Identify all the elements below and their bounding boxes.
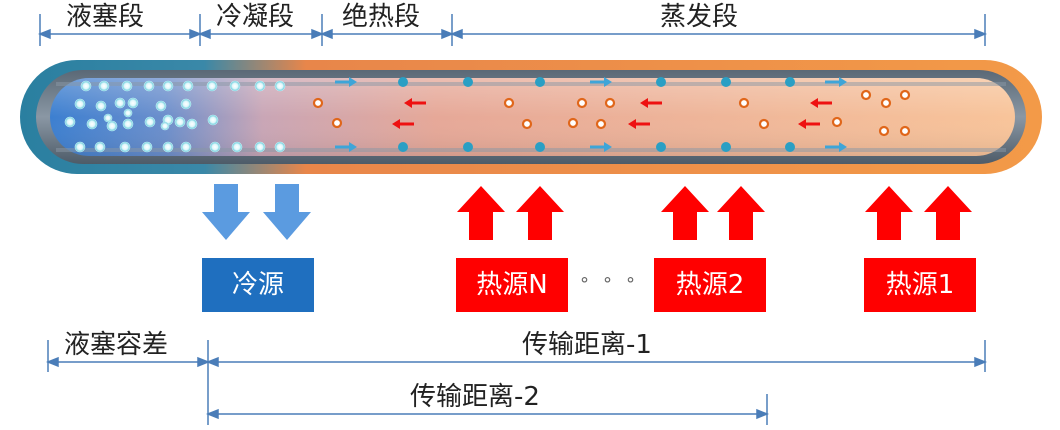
blue-down-arrow-icon xyxy=(202,184,311,240)
liquid-bubbles xyxy=(64,80,286,153)
heat-pipe xyxy=(20,60,1042,174)
vapor-particles xyxy=(312,89,911,137)
plug-tolerance-label: 液塞容差 xyxy=(64,330,169,360)
heat-source-n-box: 热源N xyxy=(456,258,568,312)
wick-droplets xyxy=(398,77,795,152)
section-dimension-lines xyxy=(37,14,988,46)
ellipsis: °°° xyxy=(580,274,649,295)
vapor-flow-arrow-icon xyxy=(392,98,832,129)
cold-source-box: 冷源 xyxy=(202,258,314,312)
section-label-adiabatic: 绝热段 xyxy=(342,2,421,32)
heat-source-1-box: 热源1 xyxy=(864,258,976,312)
transport-distance-2-label: 传输距离-2 xyxy=(410,382,540,412)
flow-arrow-icon xyxy=(335,77,847,152)
transport-distance-1-label: 传输距离-1 xyxy=(522,330,652,360)
distance-dimension-lines xyxy=(45,340,988,425)
section-label-liquid-plug: 液塞段 xyxy=(66,2,145,32)
section-label-condensation: 冷凝段 xyxy=(216,2,295,32)
red-up-arrow-icon xyxy=(457,186,972,240)
heat-source-2-box: 热源2 xyxy=(654,258,766,312)
section-label-evaporation: 蒸发段 xyxy=(660,2,739,32)
